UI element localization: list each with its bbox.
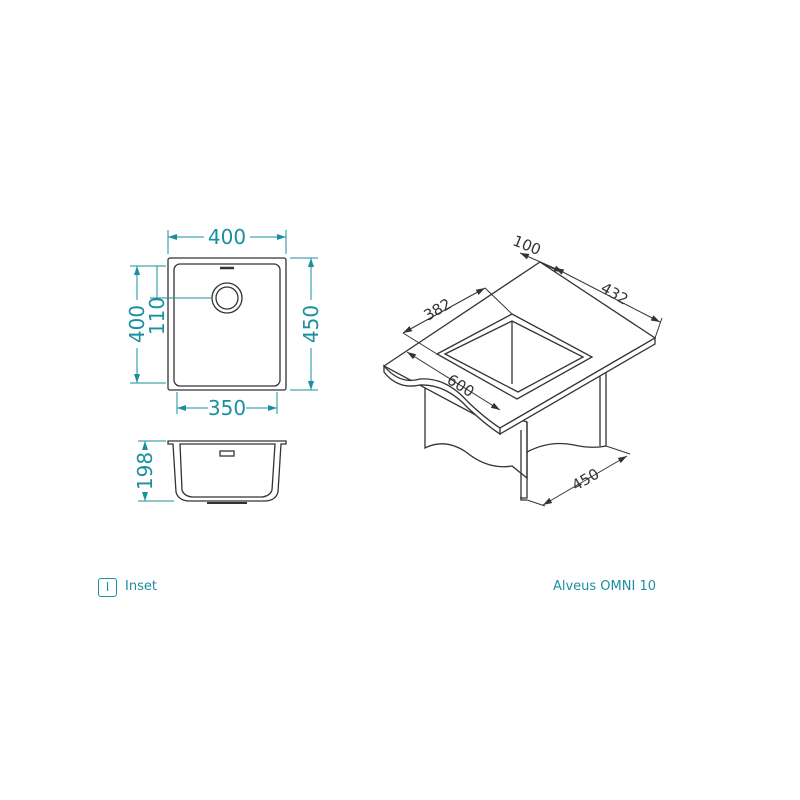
bowl-section-inner (179, 443, 276, 498)
dim-depth: 198 (133, 452, 157, 490)
dim-counter-depth: 100 (510, 232, 543, 259)
section-view: 198 (133, 440, 287, 504)
sink-outer-outline (167, 257, 287, 391)
dim-width-inner: 350 (208, 396, 246, 420)
isometric-view: 100 432 382 600 450 (382, 232, 663, 507)
product-name: Alveus OMNI 10 (552, 579, 656, 594)
dim-cabinet-depth: 450 (569, 465, 603, 495)
bowl-section-outer (167, 440, 287, 502)
dim-height-inner: 400 (125, 305, 149, 343)
overflow-section (219, 450, 235, 457)
cabinet-left-panel (424, 387, 528, 480)
inset-install-icon: I (98, 578, 117, 597)
install-type-label: Inset (125, 579, 157, 594)
countertop-right-edge (499, 336, 656, 436)
cabinet-right-panel (526, 368, 607, 453)
bowl-outline (173, 263, 281, 387)
dim-drain-offset: 110 (145, 297, 169, 335)
dim-width-outer: 400 (208, 225, 246, 249)
dim-height-outer: 450 (299, 305, 323, 343)
top-view: 400 450 400 110 350 (125, 225, 323, 420)
drain-inner-ring (215, 286, 239, 310)
